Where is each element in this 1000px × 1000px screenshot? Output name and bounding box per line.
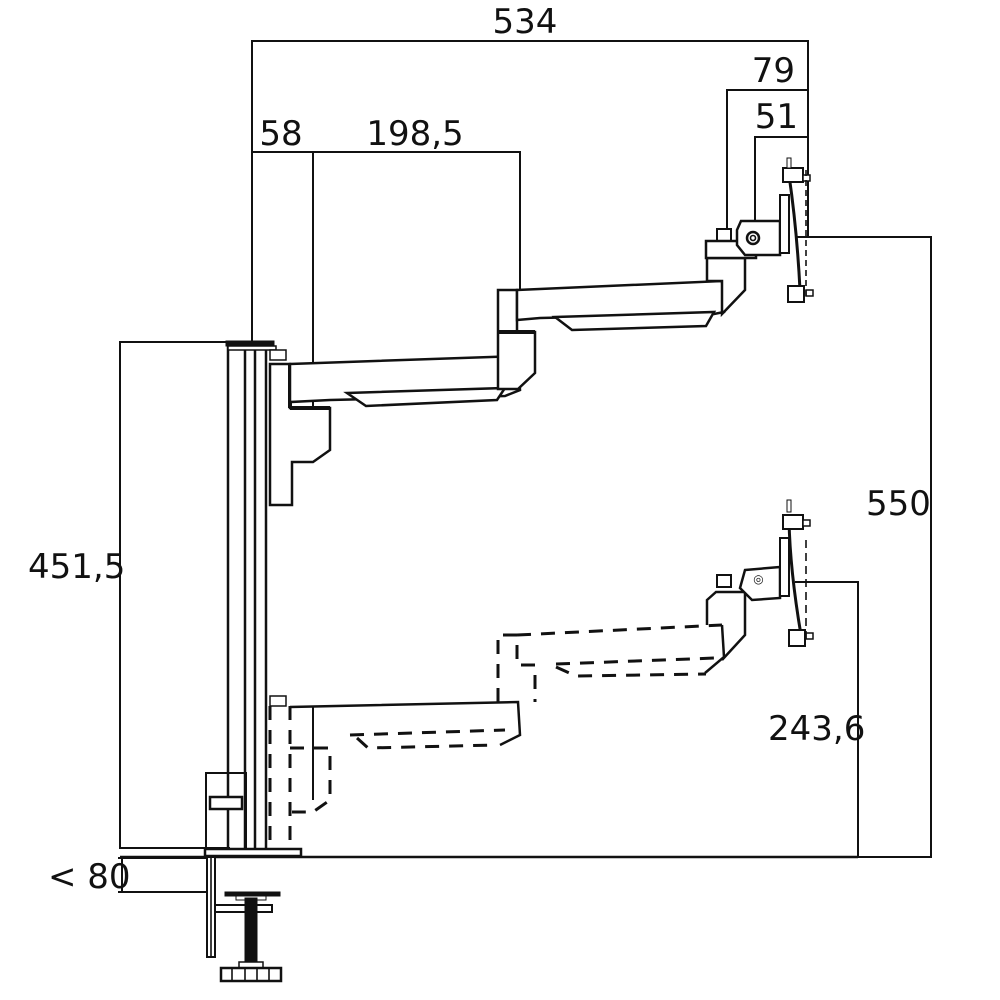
dim-pole-height: 451,5 [28,341,232,849]
dim-total-reach: 534 [251,2,809,342]
dim-label-pole-offset: 58 [259,114,302,154]
dim-label-vesa-offset: 51 [755,97,798,137]
dim-label-pole-height: 451,5 [28,547,125,587]
dim-max-height: 550 [300,236,932,858]
pole [225,340,287,852]
dim-label-head-depth: 79 [752,51,795,91]
dim-arm-segment: 198,5 [313,114,521,290]
dim-label-max-height: 550 [866,484,931,524]
dim-label-desk-thickness: < 80 [48,857,131,897]
dim-min-height: 243,6 [768,581,865,857]
dim-label-min-height: 243,6 [768,709,865,749]
arm-lowered: ◎ [268,499,814,850]
arm-raised [268,157,814,507]
dim-label-arm-segment: 198,5 [366,114,463,154]
dim-desk-thickness: < 80 [48,857,210,897]
dim-vesa-offset: 51 [754,97,808,230]
dim-head-depth: 79 [726,51,808,232]
clamp-base [203,772,303,983]
dim-label-total-reach: 534 [493,2,558,42]
